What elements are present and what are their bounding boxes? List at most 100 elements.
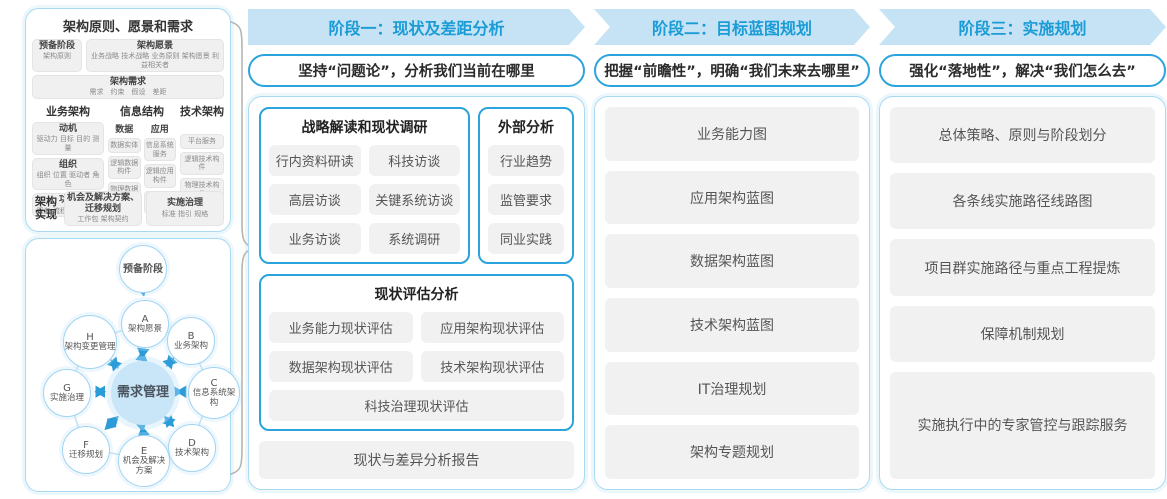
organization-sub: 组织 位置 驱动者 角色 [36,170,100,188]
adm-node-g-governance: G 实施治理 [43,369,91,417]
phase-2-item: 数据架构蓝图 [605,234,859,289]
phase-3-panel: 总体策略、原则与阶段划分 各条线实施路径线路图 项目群实施路径与重点工程提炼 保… [879,96,1166,490]
adm-node-c-information-systems: C 信息系统架构 [188,367,240,419]
technology-architecture-header: 技术架构 [180,104,224,118]
architecture-columns: 动机 驱动力 目标 目的 测量 组织 组织 位置 驱动者 角色 功能 服务 流程… [32,121,224,218]
adm-node-d-technology: D 技术架构 [168,424,216,472]
phase-1-panel: 战略解读和现状调研 行内资料研读 科技访谈 高层访谈 关键系统访谈 业务访谈 系… [248,96,585,490]
external-analysis-box: 外部分析 行业趋势 监管要求 同业实践 [478,107,574,264]
phase-2-item: 架构专题规划 [605,425,859,480]
assessment-title: 现状评估分析 [374,287,459,303]
phase-3-item: 实施执行中的专家管控与跟踪服务 [890,371,1155,480]
architecture-requirements-box: 架构需求 需求 约束 假设 差距 [32,74,224,99]
external-item: 监管要求 [488,184,564,215]
architecture-vision-sub: 业务战略 技术战略 业务原则 架构愿景 利益相关者 [91,52,219,69]
phase-2-panel: 业务能力图 应用架构蓝图 数据架构蓝图 技术架构蓝图 IT治理规划 架构专题规划 [594,96,870,490]
information-structure-header: 信息结构 [120,104,164,118]
phase-2-item: IT治理规划 [605,361,859,416]
opportunities-migration-title: 机会及解决方案、迁移规划 [66,192,139,214]
preliminary-phase-title: 预备阶段 [38,41,75,51]
technology-architecture-column: 平台服务 逻辑技术构件 物理技术构件 [180,122,224,202]
adm-cycle-panel: 预备阶段 A 架构愿景 B 业务架构 C 信息系统架构 D 技术架构 E 机会及… [25,238,240,492]
implementation-governance-box: 实施治理 标准 指引 规格 [146,190,224,226]
external-item: 同业实践 [488,223,564,254]
application-label: 应用 [150,124,169,135]
gap-analysis-report-box: 现状与差异分析报告 [259,441,574,479]
information-system-service-box: 信息系统服务 [143,137,176,162]
external-analysis-title: 外部分析 [498,120,554,136]
survey-item: 业务访谈 [269,223,361,254]
assessment-item: 技术架构现状评估 [420,351,564,382]
phase-3-item: 各条线实施路径线路图 [890,173,1155,230]
phase-2-item: 技术架构蓝图 [605,298,859,352]
implementation-governance-title: 实施治理 [166,198,203,209]
architecture-vision-box: 架构愿景 业务战略 技术战略 业务原则 架构愿景 利益相关者 [86,39,224,72]
survey-item: 关键系统访谈 [368,184,460,215]
platform-service-box: 平台服务 [180,133,224,149]
phase-2-item: 业务能力图 [605,107,859,161]
implementation-governance-sub: 标准 指引 规格 [161,209,209,218]
adm-center-requirements-management: 需求管理 [111,361,175,425]
survey-item: 行内资料研读 [269,145,361,176]
adm-node-preliminary: 预备阶段 [119,245,167,293]
data-entity-box: 数据实体 [108,137,141,153]
logical-tech-component-box: 逻辑技术构件 [180,151,224,175]
business-architecture-column: 动机 驱动力 目标 目的 测量 组织 组织 位置 驱动者 角色 功能 服务 流程… [32,121,104,218]
preliminary-phase-box: 预备阶段 架构原则 [32,39,82,72]
phase-2-subtitle: 把握“前瞻性”，明确“我们未来去哪里” [594,54,870,87]
logical-app-component-box: 逻辑应用构件 [143,164,176,188]
architecture-vision-title: 架构愿景 [136,41,173,51]
phase-2-header-band: 阶段二：目标蓝图规划 [594,9,870,45]
phase-3-item: 总体策略、原则与阶段划分 [890,107,1155,164]
assessment-item: 应用架构现状评估 [420,312,564,343]
organization-title: 组织 [58,159,77,170]
motivation-box: 动机 驱动力 目标 目的 测量 [32,121,104,155]
application-subcolumn: 应用 信息系统服务 逻辑应用构件 物理应用构件 [143,122,176,215]
adm-node-preliminary-label: 预备阶段 [123,263,163,275]
assessment-box: 现状评估分析 业务能力现状评估 应用架构现状评估 数据架构现状评估 技术架构现状… [259,274,574,431]
architecture-requirements-title: 架构需求 [109,76,146,87]
prep-vision-row: 预备阶段 架构原则 架构愿景 业务战略 技术战略 业务原则 架构愿景 利益相关者 [32,39,224,72]
organization-box: 组织 组织 位置 驱动者 角色 [32,157,104,191]
phase-1-survey-row: 战略解读和现状调研 行内资料研读 科技访谈 高层访谈 关键系统访谈 业务访谈 系… [259,107,574,264]
opportunities-migration-sub: 工作包 架构契约 [77,215,129,224]
strategy-survey-title: 战略解读和现状调研 [301,120,428,136]
survey-item: 高层访谈 [269,184,361,215]
strategy-survey-box: 战略解读和现状调研 行内资料研读 科技访谈 高层访谈 关键系统访谈 业务访谈 系… [259,107,470,264]
external-analysis-items: 行业趋势 监管要求 同业实践 [488,145,564,254]
external-item: 行业趋势 [488,145,564,176]
phase-3-subtitle: 强化“落地性”，解决“我们怎么去” [879,54,1166,87]
data-subcolumn: 数据 数据实体 逻辑数据构件 物理数据构件 [108,122,141,206]
phase-3-items: 总体策略、原则与阶段划分 各条线实施路径线路图 项目群实施路径与重点工程提炼 保… [890,107,1155,480]
phase-3-item: 保障机制规划 [890,305,1155,362]
phase-1-column: 阶段一：现状及差距分析 坚持“问题论”，分析我们当前在哪里 战略解读和现状调研 … [248,9,585,490]
business-architecture-header: 业务架构 [46,104,90,118]
architecture-principles-panel: 架构原则、愿景和需求 预备阶段 架构原则 架构愿景 业务战略 技术战略 业务原则… [25,8,231,232]
opportunities-migration-box: 机会及解决方案、迁移规划 工作包 架构契约 [64,190,142,226]
adm-node-f-migration: F 迁移规划 [62,426,110,474]
phase-1-subtitle: 坚持“问题论”，分析我们当前在哪里 [248,54,585,87]
phase-3-header-band: 阶段三：实施规划 [879,9,1166,45]
architecture-requirements-sub: 需求 约束 假设 差距 [89,88,167,96]
assessment-item: 数据架构现状评估 [269,351,413,382]
information-structure-column: 数据 数据实体 逻辑数据构件 物理数据构件 应用 信息系统服务 逻辑应用构件 物… [108,122,176,215]
architecture-realization-label: 架构实现 [35,195,57,222]
assessment-item: 科技治理现状评估 [269,390,564,421]
phase-3-item: 项目群实施路径与重点工程提炼 [890,239,1155,296]
assessment-grid: 业务能力现状评估 应用架构现状评估 数据架构现状评估 技术架构现状评估 科技治理… [269,312,564,421]
phase-3-column: 阶段三：实施规划 强化“落地性”，解决“我们怎么去” 总体策略、原则与阶段划分 … [879,9,1166,490]
phase-2-item: 应用架构蓝图 [605,170,859,225]
assessment-item: 业务能力现状评估 [269,312,413,343]
preliminary-phase-sub: 架构原则 [43,52,71,61]
adm-node-b-business: B 业务架构 [167,317,215,365]
architecture-column-headers: 业务架构 信息结构 技术架构 [32,103,224,119]
survey-item: 系统调研 [368,223,460,254]
survey-item: 科技访谈 [368,145,460,176]
logical-data-component-box: 逻辑数据构件 [108,155,141,179]
motivation-sub: 驱动力 目标 目的 测量 [36,135,100,152]
strategy-survey-grid: 行内资料研读 科技访谈 高层访谈 关键系统访谈 业务访谈 系统调研 [269,145,460,254]
principles-panel-title: 架构原则、愿景和需求 [62,20,193,35]
data-label: 数据 [115,124,134,135]
motivation-title: 动机 [58,123,77,134]
adm-node-a-vision: A 架构愿景 [121,300,169,348]
